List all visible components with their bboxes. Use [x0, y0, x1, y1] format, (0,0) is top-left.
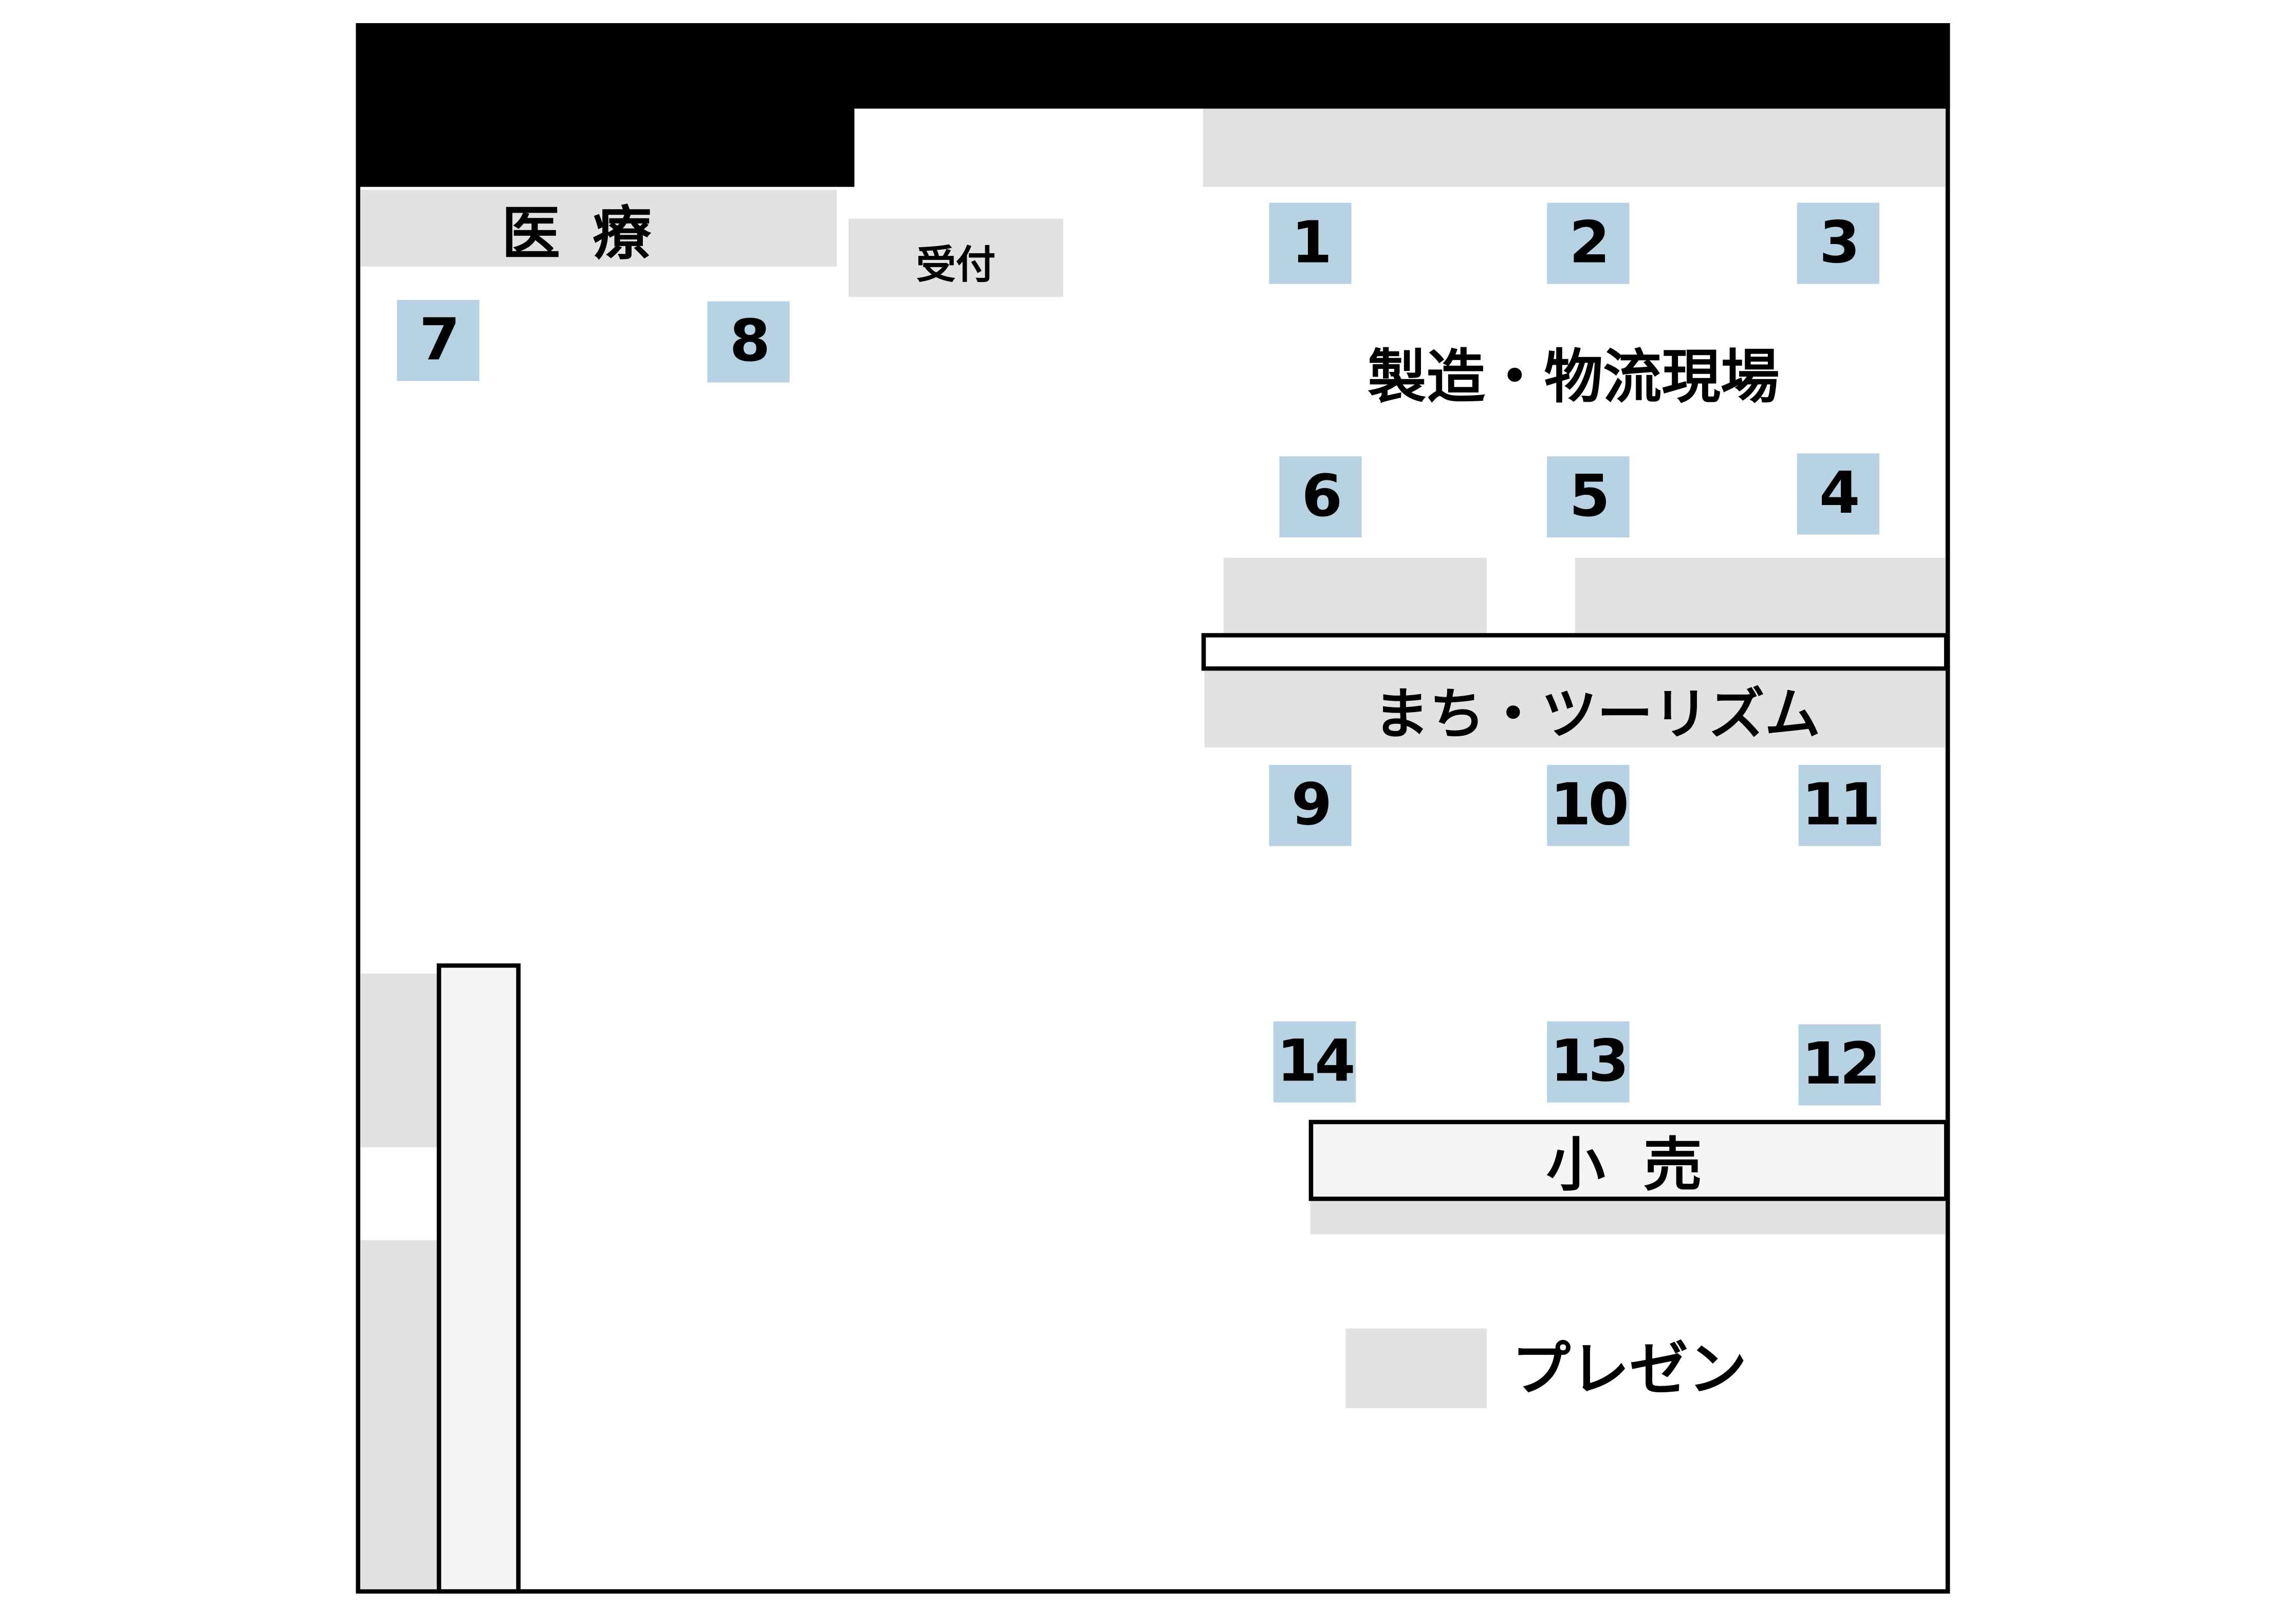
- manufacturing-display-left: [1223, 557, 1487, 635]
- booth-12[interactable]: 12: [1798, 1024, 1881, 1106]
- medical-zone-label: 医 療: [360, 190, 837, 267]
- divider-counter: [1201, 633, 1949, 671]
- booth-4[interactable]: 4: [1797, 453, 1879, 535]
- booth-2[interactable]: 2: [1547, 202, 1630, 284]
- retail-zone-label: 小 売: [1308, 1119, 1949, 1201]
- left-display-upper: [360, 973, 440, 1148]
- booth-7[interactable]: 7: [397, 300, 479, 381]
- legend-presentation-swatch: [1345, 1328, 1487, 1408]
- tourism-zone-label: まち・ツーリズム: [1204, 670, 1946, 748]
- top-left-wall-block: [356, 23, 855, 187]
- booth-10[interactable]: 10: [1547, 764, 1630, 846]
- booth-11[interactable]: 11: [1798, 764, 1881, 846]
- booth-1[interactable]: 1: [1269, 202, 1352, 284]
- retail-display-shadow: [1310, 1197, 1946, 1235]
- booth-13[interactable]: 13: [1547, 1021, 1630, 1103]
- legend-presentation-label: プレゼン: [1511, 1337, 1747, 1404]
- booth-6[interactable]: 6: [1279, 456, 1362, 538]
- manufacturing-zone-label: 製造・物流現場: [1368, 345, 1780, 412]
- booth-5[interactable]: 5: [1547, 456, 1630, 538]
- booth-9[interactable]: 9: [1269, 764, 1352, 846]
- room-outline: [356, 23, 1950, 1594]
- booth-8[interactable]: 8: [707, 301, 790, 383]
- booth-14[interactable]: 14: [1273, 1021, 1356, 1103]
- manufacturing-display-right: [1575, 557, 1946, 635]
- booth-3[interactable]: 3: [1797, 202, 1879, 284]
- manufacturing-top-display: [1203, 108, 1946, 187]
- reception-desk-label: 受付: [848, 218, 1063, 297]
- left-display-lower: [360, 1240, 440, 1590]
- left-counter: [436, 963, 521, 1594]
